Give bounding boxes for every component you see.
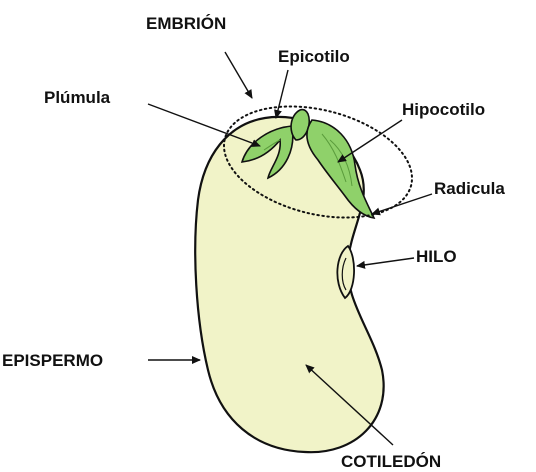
label-cotiledon: COTILEDÓN [341, 452, 441, 471]
label-plumula: Plúmula [44, 88, 111, 107]
label-hipocotilo: Hipocotilo [402, 100, 485, 119]
leader-radicula [372, 194, 432, 214]
leader-epicotilo [276, 70, 288, 118]
label-epicotilo: Epicotilo [278, 47, 350, 66]
leader-embrion [225, 52, 252, 98]
label-radicula: Radicula [434, 179, 505, 198]
leader-hilo [357, 258, 414, 266]
label-embrion: EMBRIÓN [146, 14, 226, 33]
label-hilo: HILO [416, 247, 457, 266]
label-epispermo: EPISPERMO [2, 351, 103, 370]
